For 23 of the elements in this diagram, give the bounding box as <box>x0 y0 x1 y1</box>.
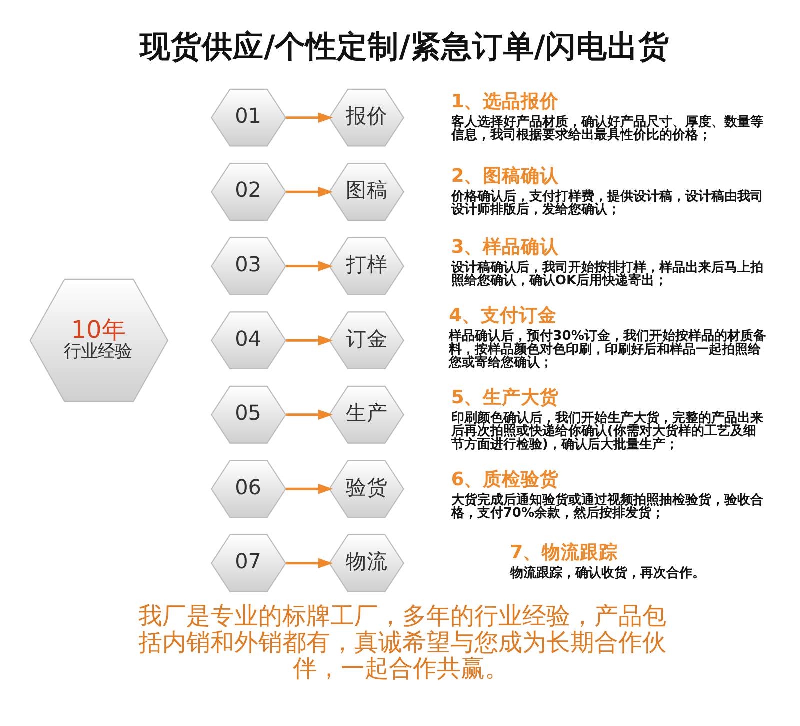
node-label: 价格确认后，支付打样费，提供设计稿，设计稿由我司设计师排版后，发给您确认； <box>451 189 764 218</box>
node-label: 2、图稿确认 <box>451 166 560 187</box>
node-label: 样品确认后，预付30%订金，我们开始按样品的材质备料，按样品颜色对色印刷，印刷好后和样品一起拍照给您或寄给您确认； <box>449 329 766 370</box>
arrow <box>286 186 334 198</box>
node-label: 设计稿确认后，我司开始按排打样，样品出来后马上拍照给您确认，确认OK后用快递寄出； <box>451 260 764 288</box>
caption: 我厂是专业的标牌工厂，多年的行业经验，产品包括内销和外销都有，真诚希望与您成为长期合作伙伴，一起合作共赢。 <box>138 602 666 683</box>
node-label: 印刷颜色确认后，我们开始生产大货，完整的产品出来后再次拍照或快递给你确认(你需对大货样的工艺及细节方面进行检验)，确认后大批量生产； <box>451 411 764 452</box>
node-label: 大货完成后通知验货或通过视频拍照抽检验货，验收合格，支付70%余款，然后按排发货； <box>451 492 764 522</box>
node-label: 1、选品报价 <box>451 92 560 113</box>
diagram-title: 现货供应/个性定制/紧急订单/闪电出货 <box>140 30 670 66</box>
arrow <box>286 410 334 420</box>
arrow <box>286 261 334 272</box>
node-label: 物流跟踪，确认收货，再次合作。 <box>510 566 706 582</box>
node-label: 6、质检验货 <box>451 469 560 490</box>
node-label: 4、支付订金 <box>449 306 558 327</box>
node-label: 5、生产大货 <box>451 388 560 409</box>
arrow <box>286 484 334 494</box>
node-label: 3、样品确认 <box>451 236 560 258</box>
arrow <box>286 112 334 123</box>
arrow <box>286 558 334 569</box>
arrow <box>286 335 334 346</box>
node-label: 7、物流跟踪 <box>510 542 618 564</box>
node-label: 客人选择好产品材质，确认好产品尺寸、厚度、数量等信息，我司根据要求给出最具性价比的价格； <box>451 115 764 144</box>
